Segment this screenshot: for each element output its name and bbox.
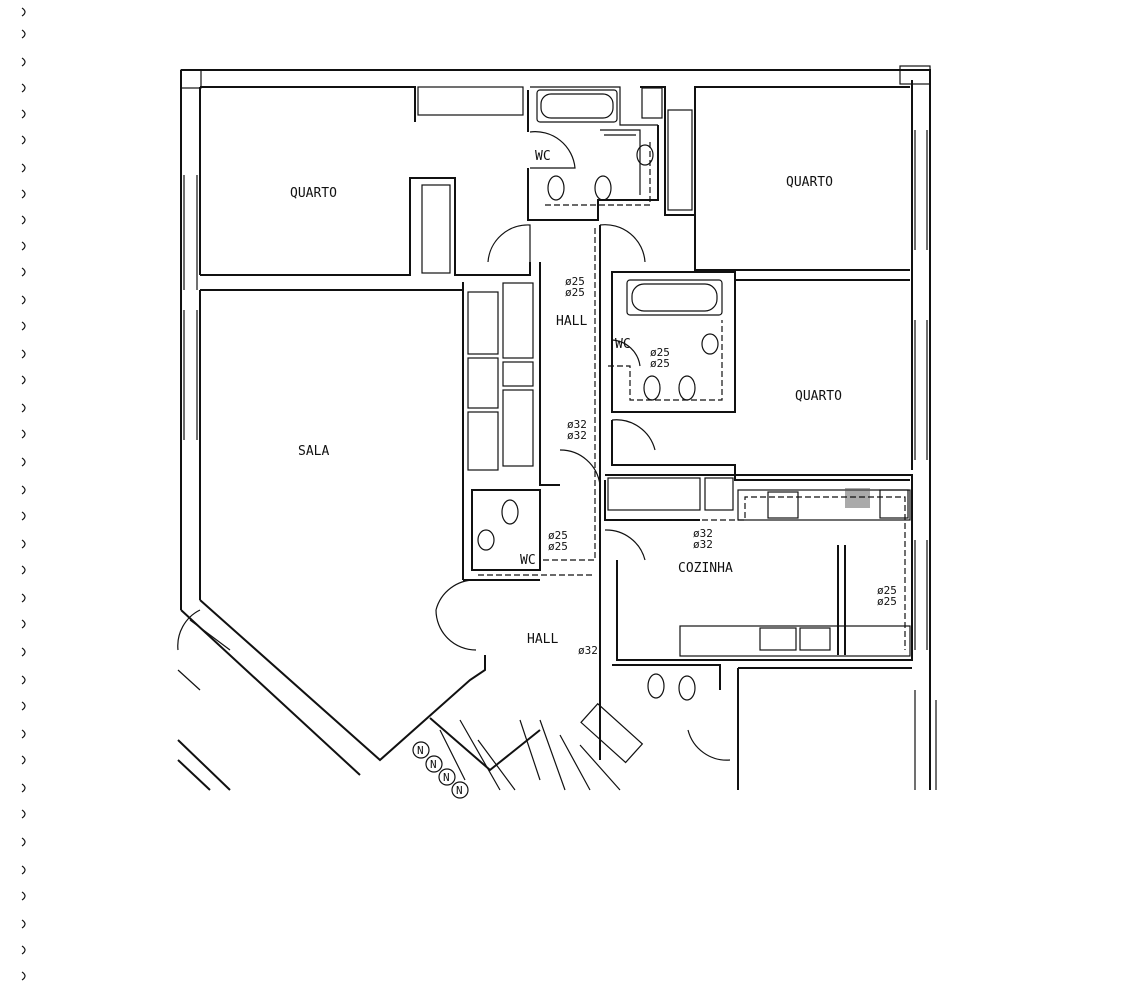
north-mark: N	[417, 744, 424, 757]
north-mark: N	[443, 771, 450, 784]
pipe-label: ø32	[693, 538, 713, 551]
north-mark: N	[430, 758, 437, 771]
interior-walls	[177, 86, 913, 791]
pipe-label: ø32	[567, 418, 587, 431]
room-label-sala: SALA	[298, 444, 329, 459]
north-mark: N	[456, 784, 463, 797]
pipe-label: ø25	[650, 346, 670, 359]
room-label-wc: WC	[520, 553, 536, 568]
room-label-wc: WC	[535, 149, 551, 164]
room-label-quarto: QUARTO	[786, 175, 833, 190]
pipe-label: ø25	[548, 540, 568, 553]
pipe-label: ø25	[565, 275, 585, 288]
pipe-label: ø25	[565, 286, 585, 299]
room-label-hall: HALL	[556, 314, 587, 329]
room-label-quarto: QUARTO	[290, 186, 337, 201]
room-label-cozinha: COZINHA	[678, 561, 733, 576]
pipe-label: ø32	[693, 527, 713, 540]
north-markers: N N N N	[412, 741, 469, 799]
doors	[177, 131, 731, 761]
pipe-label: ø25	[877, 584, 897, 597]
pipe-label: ø32	[578, 644, 598, 657]
pipe-label: ø25	[877, 595, 897, 608]
room-label-hall: HALL	[527, 632, 558, 647]
room-label-quarto: QUARTO	[795, 389, 842, 404]
pipe-label: ø32	[567, 429, 587, 442]
binder-holes	[21, 7, 26, 981]
pipe-label: ø25	[650, 357, 670, 370]
room-label-wc: WC	[615, 337, 631, 352]
pipe-label: ø25	[548, 529, 568, 542]
